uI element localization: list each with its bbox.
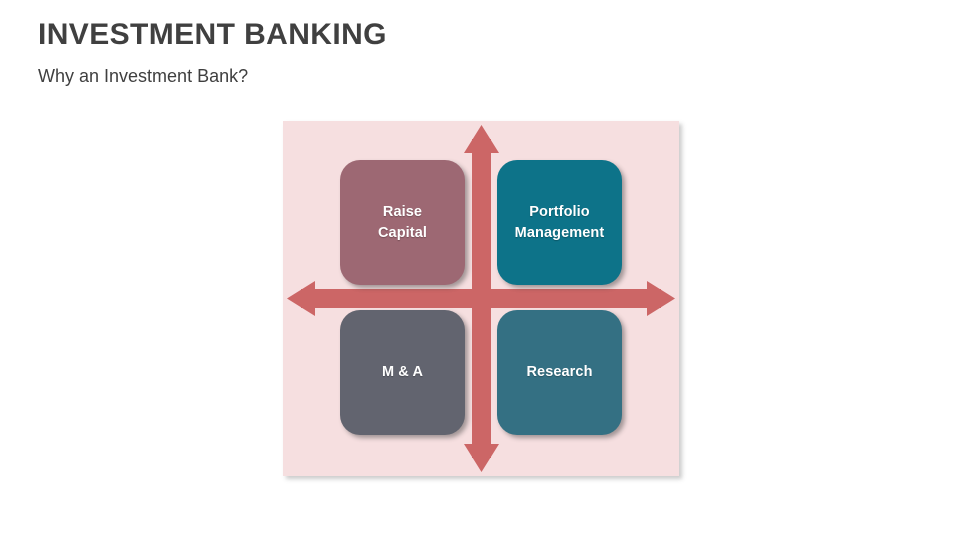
quadrant-label-raise-capital: Raise Capital bbox=[377, 203, 428, 241]
cross-axis-arrows bbox=[287, 125, 675, 472]
horizontal-arrow-icon bbox=[287, 281, 675, 316]
quadrant-label-ma: M & A bbox=[381, 364, 424, 381]
quadrant-portfolio-management[interactable]: Portfolio Management bbox=[497, 160, 622, 285]
quadrant-raise-capital[interactable]: Raise Capital bbox=[340, 160, 465, 285]
quadrant-label-research: Research bbox=[526, 364, 593, 381]
quadrant-diagram-panel: Raise Capital Portfolio Management M & A… bbox=[283, 121, 679, 476]
slide-header: INVESTMENT BANKING Why an Investment Ban… bbox=[38, 18, 898, 87]
page-subtitle: Why an Investment Bank? bbox=[38, 66, 249, 86]
quadrant-ma[interactable]: M & A bbox=[340, 310, 465, 435]
quadrant-research[interactable]: Research bbox=[497, 310, 622, 435]
quadrant-label-portfolio-management: Portfolio Management bbox=[514, 203, 605, 241]
page-title: INVESTMENT BANKING bbox=[38, 18, 387, 51]
diagram-stage: Raise Capital Portfolio Management M & A… bbox=[283, 121, 679, 476]
